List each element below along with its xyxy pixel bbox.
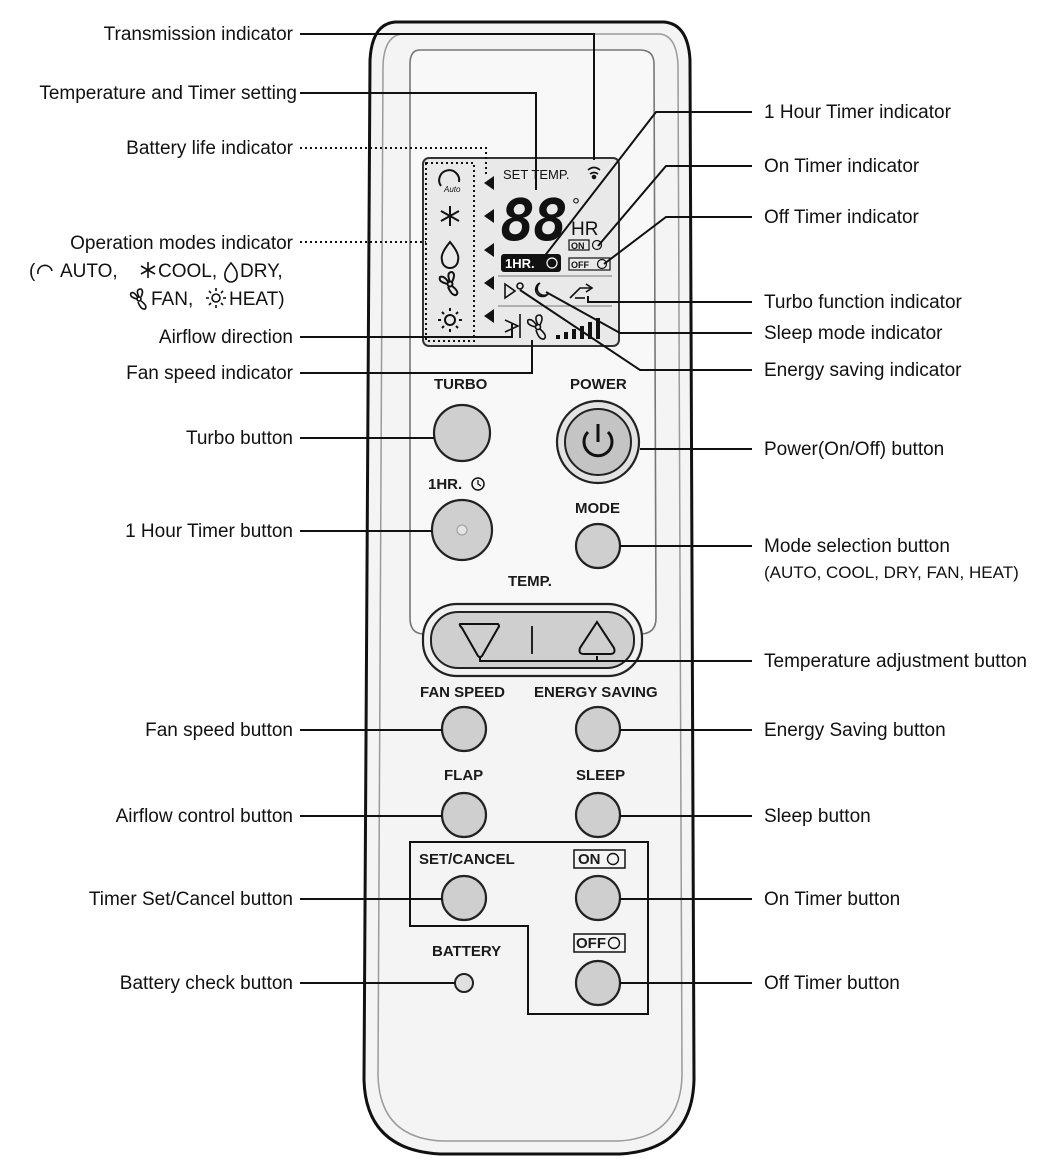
flap-button[interactable] xyxy=(440,791,488,839)
label-mode-selection-button: Mode selection button xyxy=(764,536,950,557)
lcd-on-text: ON xyxy=(571,241,585,251)
lcd-temperature-digits: 88 xyxy=(500,186,566,254)
transmission-icon xyxy=(587,166,601,180)
label-one-hour-timer-button: 1 Hour Timer button xyxy=(125,521,293,542)
one-hr-clock-icon xyxy=(471,477,485,491)
label-fan-speed-button: Fan speed button xyxy=(145,720,293,741)
legend-auto-icon xyxy=(37,264,53,275)
label-airflow-direction: Airflow direction xyxy=(159,327,293,348)
mode-button[interactable] xyxy=(574,522,622,570)
legend-dry: DRY, xyxy=(240,261,283,282)
label-turbo-function-indicator: Turbo function indicator xyxy=(764,292,963,313)
label-turbo-button: Turbo button xyxy=(186,428,293,449)
turbo-icon xyxy=(569,283,594,299)
legend-fan: FAN, xyxy=(151,289,193,310)
operation-modes-legend: ( AUTO, COOL, DRY, FAN, HEA xyxy=(29,261,285,310)
lcd-display: Auto xyxy=(422,157,620,347)
off-text: OFF xyxy=(576,935,606,952)
mode-text: MODE xyxy=(575,500,620,517)
power-button[interactable] xyxy=(555,399,641,485)
energy-saving-icon xyxy=(504,282,524,300)
temperature-rocker[interactable] xyxy=(421,602,644,678)
label-temperature-timer-setting: Temperature and Timer setting xyxy=(39,83,297,104)
legend-cool: COOL, xyxy=(158,261,217,282)
legend-dry-icon xyxy=(224,261,238,283)
auto-mode-icon: Auto xyxy=(438,169,461,194)
label-transmission-indicator: Transmission indicator xyxy=(104,24,294,45)
label-airflow-control-button: Airflow control button xyxy=(116,806,293,827)
power-icon xyxy=(582,430,614,458)
energy-saving-text: ENERGY SAVING xyxy=(534,684,658,701)
leader-lines xyxy=(300,33,595,984)
label-fan-speed-indicator: Fan speed indicator xyxy=(126,363,294,384)
legend-fan-icon xyxy=(129,288,147,310)
label-energy-saving-indicator: Energy saving indicator xyxy=(764,360,962,381)
label-on-timer-indicator: On Timer indicator xyxy=(764,156,920,177)
lcd-1hr-text: 1HR. xyxy=(505,256,535,271)
fan-mode-icon xyxy=(438,270,459,297)
turbo-text: TURBO xyxy=(434,376,488,393)
one-hour-timer-button[interactable] xyxy=(430,498,494,562)
label-battery-life-indicator: Battery life indicator xyxy=(126,138,294,159)
operation-modes-box xyxy=(425,162,475,342)
legend-auto: AUTO, xyxy=(60,261,118,282)
airflow-direction-icon xyxy=(504,314,521,338)
label-sleep-button: Sleep button xyxy=(764,806,871,827)
leader-lines-right xyxy=(479,111,752,984)
sleep-button[interactable] xyxy=(574,791,622,839)
lcd-1hr-tag xyxy=(501,254,561,272)
battery-life-bars xyxy=(484,176,494,323)
label-energy-saving-button: Energy Saving button xyxy=(764,720,946,741)
energy-saving-button[interactable] xyxy=(574,705,622,753)
off-timer-button[interactable] xyxy=(574,959,622,1007)
label-power-button: Power(On/Off) button xyxy=(764,439,944,460)
label-sleep-mode-indicator: Sleep mode indicator xyxy=(764,323,943,344)
cool-mode-icon xyxy=(440,206,460,226)
sleep-text: SLEEP xyxy=(576,767,625,784)
lcd-1hr-clock-icon xyxy=(546,257,558,269)
battery-check-button[interactable] xyxy=(454,973,474,993)
heat-mode-icon xyxy=(438,308,462,332)
lcd-off-text: OFF xyxy=(571,260,589,270)
temp-text: TEMP. xyxy=(508,573,552,590)
label-operation-modes-indicator: Operation modes indicator xyxy=(70,233,294,254)
fan-speed-text: FAN SPEED xyxy=(420,684,505,701)
timer-set-cancel-button[interactable] xyxy=(440,874,488,922)
legend-heat: HEAT) xyxy=(229,289,285,310)
timer-led-icon xyxy=(456,524,468,536)
power-text: POWER xyxy=(570,376,627,393)
lcd-auto-text: Auto xyxy=(443,185,461,194)
lcd-hr: HR xyxy=(571,219,598,240)
label-one-hour-timer-indicator: 1 Hour Timer indicator xyxy=(764,102,952,123)
lcd-fan-speed-icon xyxy=(526,314,547,340)
flap-text: FLAP xyxy=(444,767,483,784)
lcd-on-clock-icon xyxy=(591,239,603,251)
svg-text:(: ( xyxy=(29,261,36,282)
label-off-timer-indicator: Off Timer indicator xyxy=(764,207,920,228)
legend-cool-icon xyxy=(140,262,156,278)
temp-up-icon[interactable] xyxy=(578,620,616,655)
set-cancel-text: SET/CANCEL xyxy=(419,851,515,868)
turbo-button[interactable] xyxy=(432,403,492,463)
label-temperature-adjustment-button: Temperature adjustment button xyxy=(764,651,1027,672)
on-timer-button[interactable] xyxy=(574,874,622,922)
legend-heat-icon xyxy=(206,288,226,308)
battery-text: BATTERY xyxy=(432,943,501,960)
one-hr-text: 1HR. xyxy=(428,476,462,493)
lcd-degree: ° xyxy=(572,195,580,217)
label-off-timer-button: Off Timer button xyxy=(764,973,900,994)
label-mode-selection-sub: (AUTO, COOL, DRY, FAN, HEAT) xyxy=(764,563,1019,582)
dry-mode-icon xyxy=(440,240,460,269)
timer-group-outline xyxy=(409,841,649,1015)
off-clock-icon xyxy=(607,936,621,950)
on-clock-icon xyxy=(606,852,620,866)
label-on-timer-button: On Timer button xyxy=(764,889,900,910)
fan-speed-button[interactable] xyxy=(440,705,488,753)
label-battery-check-button: Battery check button xyxy=(120,973,293,994)
on-text: ON xyxy=(578,851,601,868)
label-timer-set-cancel-button: Timer Set/Cancel button xyxy=(89,889,293,910)
lcd-off-clock-icon xyxy=(596,258,608,270)
